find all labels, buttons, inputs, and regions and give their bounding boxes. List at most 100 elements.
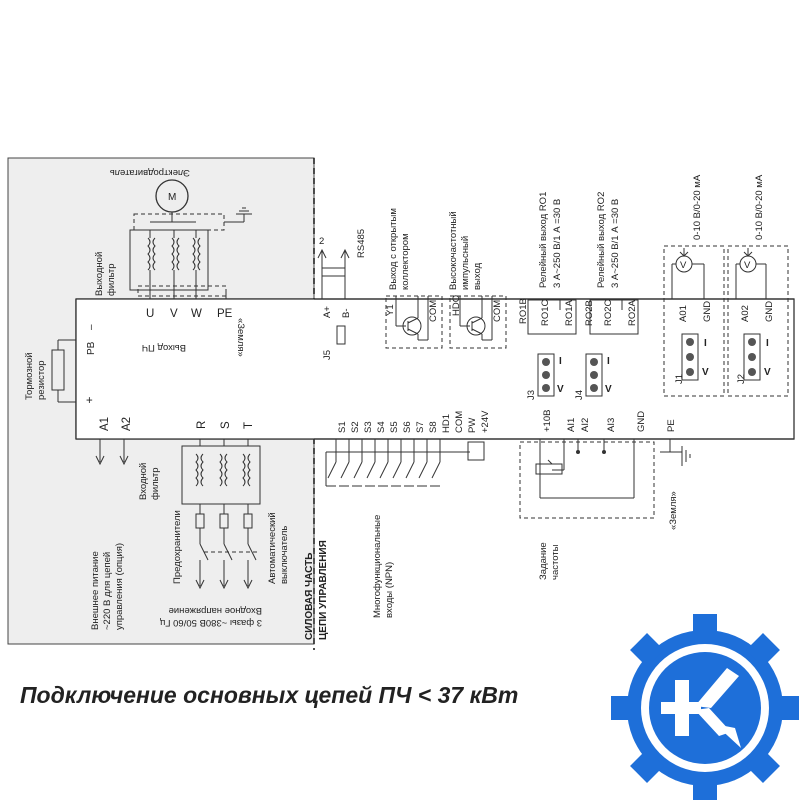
- hf-output-2: импульсный: [460, 236, 471, 290]
- ao1-box: [663, 245, 725, 397]
- j1-label: J1: [674, 374, 685, 384]
- di-terminal-24v: +24V: [480, 410, 491, 433]
- j5-label: J5: [322, 350, 333, 360]
- di-switch: [340, 461, 350, 479]
- relay2-label-1: Релейный выход RO2: [596, 192, 607, 288]
- j4-v-label: V: [605, 384, 612, 395]
- motor-label: Электродвигатель: [110, 167, 190, 178]
- ro2-contact-box: [589, 299, 639, 335]
- terminal-a1: A1: [99, 417, 111, 431]
- di-switch: [392, 461, 402, 479]
- ro2b-terminal: RO2B: [584, 300, 595, 326]
- di-terminal-s8: S8: [428, 421, 439, 433]
- j3-v-label: V: [557, 384, 564, 395]
- di-terminal-s1: S1: [337, 421, 348, 433]
- breaker-label-1: Автоматический: [267, 512, 278, 584]
- di-terminal-hd1: HD1: [441, 414, 452, 433]
- earth-label-top: «Земля»: [235, 318, 246, 357]
- hf-output-3: выход: [472, 262, 483, 290]
- di-terminal-s6: S6: [402, 421, 413, 433]
- output-label: Выход ПЧ: [142, 342, 186, 353]
- terminal-pb: PB: [86, 341, 97, 355]
- j2-label: J2: [736, 374, 747, 384]
- terminal-a2: A2: [121, 417, 133, 431]
- di-switch: [379, 461, 389, 479]
- freq-setting-box: [519, 441, 655, 519]
- freq-setting-1: Задание: [538, 542, 549, 580]
- di-switch: [366, 461, 376, 479]
- hdo-com-terminal: COM: [492, 300, 503, 322]
- ro1a-terminal: RO1A: [564, 299, 575, 326]
- input-filter-label-2: фильтр: [150, 467, 161, 500]
- ao1-meter-symbol: V: [680, 260, 687, 271]
- hf-output-1: Высокочастотный: [448, 211, 459, 290]
- terminal-r: R: [196, 421, 208, 429]
- aux-power-1: Внешнее питание: [90, 551, 101, 630]
- di-terminal-com: COM: [454, 411, 465, 433]
- ai-terminal-ai3: AI3: [606, 418, 617, 432]
- hdo-output-box: [449, 295, 507, 349]
- ai-terminal-10: +10В: [542, 410, 553, 432]
- ro2c-terminal: RO2C: [603, 299, 614, 326]
- terminal-pe-out: PE: [217, 308, 233, 320]
- di-terminal-s2: S2: [350, 421, 361, 433]
- rs485-b-minus: B-: [341, 309, 352, 319]
- ai-terminal-ai1: AI1: [566, 418, 577, 432]
- di-switch: [405, 461, 415, 479]
- terminal-v: V: [170, 308, 178, 320]
- ro1-contact-box: [527, 299, 577, 335]
- j4-i-label: I: [607, 356, 610, 367]
- y1-com-terminal: COM: [428, 300, 439, 322]
- j3-i-label: I: [559, 356, 562, 367]
- j3-label: J3: [526, 390, 537, 400]
- di-terminal-s4: S4: [376, 421, 387, 433]
- earth-label-bottom: «Земля»: [668, 491, 679, 530]
- multifunction-label-2: входы (NPN): [384, 562, 395, 618]
- ao1-range: 0-10 В/0-20 мА: [692, 174, 703, 240]
- diagram-caption: Подключение основных цепей ПЧ < 37 кВт: [20, 682, 519, 708]
- multifunction-label-1: Многофункциональные: [372, 515, 383, 618]
- ai-terminal-gnd: GND: [636, 411, 647, 432]
- j4-label: J4: [574, 390, 585, 400]
- terminal-plus: +: [86, 395, 93, 407]
- power-section-label: СИЛОВАЯ ЧАСТЬ: [304, 553, 315, 640]
- ao1-gnd-terminal: GND: [702, 301, 713, 322]
- di-switch: [418, 461, 428, 479]
- di-terminal-pw: PW: [467, 418, 478, 433]
- j5-resistor: [336, 325, 346, 345]
- ro1c-terminal: RO1C: [540, 299, 551, 326]
- ao2-box: [727, 245, 789, 397]
- j1-i-label: I: [704, 338, 707, 349]
- relay1-label-2: 3 А~250 В/1 А =30 В: [552, 199, 563, 288]
- hdo-terminal: HDO: [451, 295, 462, 316]
- j1-v-label: V: [702, 367, 709, 378]
- freq-setting-2: частоты: [550, 544, 561, 580]
- terminal-t: T: [243, 422, 255, 429]
- potentiometer: [535, 463, 563, 475]
- control-section-label: ЦЕПИ УПРАВЛЕНИЯ: [318, 540, 329, 640]
- ai-terminal-ai2: AI2: [580, 418, 591, 432]
- rs485-a-plus: A+: [322, 306, 333, 318]
- fuses-label: Предохранители: [172, 510, 183, 584]
- di-switch: [353, 461, 363, 479]
- ao1-terminal: A01: [678, 305, 689, 322]
- ro2a-terminal: RO2A: [627, 299, 638, 326]
- di-terminal-s3: S3: [363, 421, 374, 433]
- relay1-label-1: Релейный выход RO1: [538, 192, 549, 288]
- di-terminal-s5: S5: [389, 421, 400, 433]
- output-filter-box: [129, 229, 209, 291]
- aux-power-2: ~220 В для цепей: [102, 552, 113, 630]
- ao2-gnd-terminal: GND: [764, 301, 775, 322]
- ao2-terminal: A02: [740, 305, 751, 322]
- j2-i-label: I: [766, 338, 769, 349]
- motor-letter: M: [168, 192, 176, 203]
- input-filter-box: [181, 445, 261, 505]
- terminal-pe-control: PE: [666, 419, 677, 432]
- rs485-index: 2: [319, 236, 324, 247]
- di-switch: [327, 461, 337, 479]
- pw-link: [467, 441, 485, 461]
- breaker-label-2: выключатель: [279, 526, 290, 584]
- terminal-u: U: [146, 308, 154, 320]
- brake-resistor-label-1: Тормозной: [24, 352, 35, 400]
